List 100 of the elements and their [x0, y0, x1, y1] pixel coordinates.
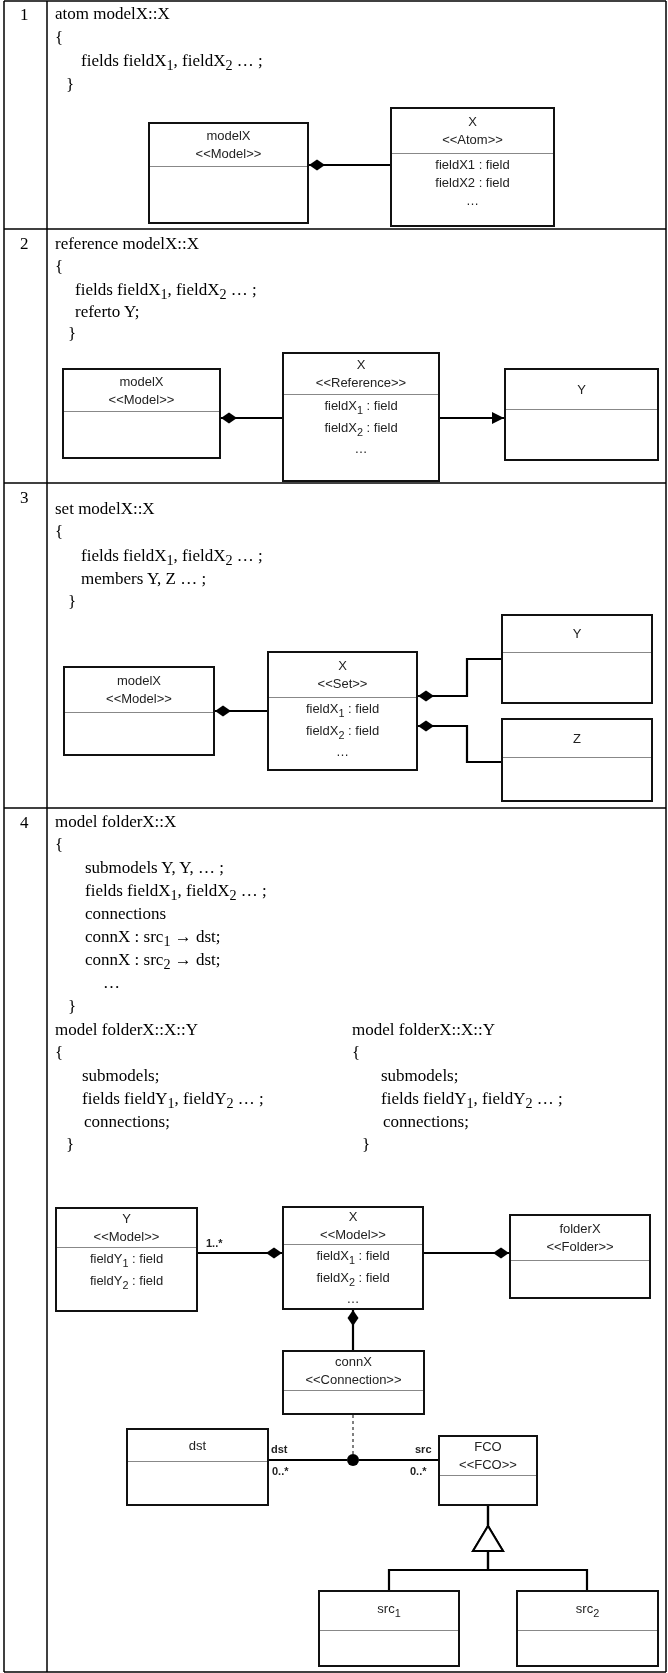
attribute-text: fieldX$_{2}$ : field: [324, 418, 398, 440]
row-number: 1: [20, 4, 29, 26]
class-name: modelX: [119, 372, 164, 391]
code-line: }: [68, 995, 77, 1018]
composition-line: [221, 412, 282, 424]
attribute-text: …: [466, 192, 479, 210]
code-line: fields fieldX$_{1}$, fieldX$_{2}$ … ;: [81, 545, 263, 571]
connector-line: [359, 1458, 438, 1462]
code-line: set modelX::X: [55, 498, 155, 520]
code-line: submodels;: [82, 1064, 160, 1087]
composition-line: [424, 1247, 509, 1259]
class-box: [282, 1350, 425, 1415]
class-box: [55, 1207, 198, 1312]
class-name: X: [348, 1208, 358, 1226]
edge-label: dst: [271, 1443, 288, 1455]
code-line: model folderX::X: [55, 811, 177, 833]
code-line: }: [66, 1133, 75, 1156]
code-line: fields fieldX$_{1}$, fieldX$_{2}$ … ;: [81, 50, 263, 76]
class-box: [501, 614, 653, 704]
stereotype-label: <<Connection>>: [305, 1371, 402, 1389]
class-name: FCO: [474, 1438, 502, 1456]
attribute-text: fieldX$_{2}$ : field: [316, 1268, 390, 1290]
attribute-text: fieldX$_{1}$ : field: [305, 700, 380, 721]
connector-line: [269, 1458, 347, 1462]
code-line: {: [55, 256, 64, 278]
class-box: [516, 1590, 659, 1667]
code-line: …: [103, 972, 120, 995]
stereotype-label: <<Atom>>: [442, 131, 503, 149]
code-line: {: [55, 1041, 64, 1064]
stereotype-label: <<Model>>: [93, 1228, 160, 1246]
class-box: [501, 718, 653, 802]
attribute-text: fieldX$_{1}$ : field: [324, 397, 398, 418]
class-name: X: [468, 113, 477, 131]
stereotype-label: <<Model>>: [108, 390, 175, 409]
edge-label: 1..*: [206, 1237, 223, 1249]
row-number: 4: [20, 812, 29, 834]
class-name: Z: [573, 729, 581, 748]
class-box: [62, 368, 221, 459]
attribute-text: fieldX1 : field: [435, 156, 510, 174]
association-dot: [347, 1454, 359, 1466]
attribute-text: fieldX$_{2}$ : field: [305, 721, 380, 743]
composition-line: [347, 1310, 359, 1350]
class-name: Y: [577, 380, 586, 399]
attribute-text: …: [346, 1290, 360, 1309]
arrow: [440, 412, 504, 424]
composition-line: [418, 657, 501, 702]
multiplicity-label: 0..*: [272, 1465, 289, 1477]
generalization-arrow: [472, 1506, 589, 1590]
attribute-text: fieldY$_{1}$ : field: [89, 1250, 164, 1271]
class-box: [148, 122, 309, 224]
code-line: connections: [85, 903, 167, 926]
code-line: }: [68, 591, 77, 613]
dashed-line: [352, 1414, 354, 1455]
class-box: [282, 352, 440, 482]
class-box: [282, 1206, 424, 1310]
class-name: X: [338, 657, 347, 675]
class-name: connX: [335, 1353, 372, 1371]
class-box: [438, 1435, 538, 1506]
code-line: {: [55, 27, 64, 49]
class-name: modelX: [206, 127, 251, 145]
multiplicity-label: 0..*: [410, 1465, 427, 1477]
class-name: X: [356, 356, 366, 374]
class-box: [390, 107, 555, 227]
code-line: {: [55, 834, 64, 857]
code-line: submodels;: [381, 1064, 459, 1087]
stereotype-label: <<Model>>: [195, 145, 262, 163]
class-name: src$_{2}$: [575, 1600, 600, 1621]
class-box: [126, 1428, 269, 1506]
code-line: model folderX::X::Y: [55, 1018, 199, 1041]
code-line: reference modelX::X: [55, 233, 199, 255]
code-line: model folderX::X::Y: [352, 1018, 496, 1041]
code-line: submodels Y, Y, … ;: [85, 857, 224, 880]
code-line: }: [68, 323, 77, 345]
attribute-text: …: [336, 743, 349, 762]
class-box: [509, 1214, 651, 1299]
class-name: modelX: [116, 672, 162, 690]
composition-line: [215, 705, 267, 717]
class-box: [267, 651, 418, 771]
class-box: [318, 1590, 460, 1667]
composition-line: [418, 720, 501, 764]
class-name: Y: [572, 625, 582, 643]
code-line: members Y, Z … ;: [81, 568, 207, 590]
code-line: }: [362, 1133, 371, 1156]
stereotype-label: <<FCO>>: [459, 1456, 517, 1474]
stereotype-label: <<Model>>: [320, 1226, 386, 1244]
class-box: [63, 666, 215, 756]
code-line: atom modelX::X: [55, 3, 170, 25]
code-line: {: [55, 521, 64, 543]
class-name: dst: [188, 1436, 207, 1455]
attribute-text: fieldX$_{1}$ : field: [316, 1247, 390, 1268]
class-name: src$_{1}$: [377, 1600, 401, 1621]
class-name: folderX: [559, 1220, 601, 1238]
stereotype-label: <<Set>>: [317, 675, 368, 693]
code-line: {: [352, 1041, 361, 1064]
attribute-text: fieldX2 : field: [435, 174, 510, 192]
class-name: Y: [122, 1210, 131, 1228]
code-line: connX : src$_{1}$ → dst;: [85, 926, 221, 952]
row-number: 2: [20, 233, 29, 255]
composition-line: [198, 1247, 282, 1259]
code-line: fields fieldX$_{1}$, fieldX$_{2}$ … ;: [85, 880, 267, 906]
